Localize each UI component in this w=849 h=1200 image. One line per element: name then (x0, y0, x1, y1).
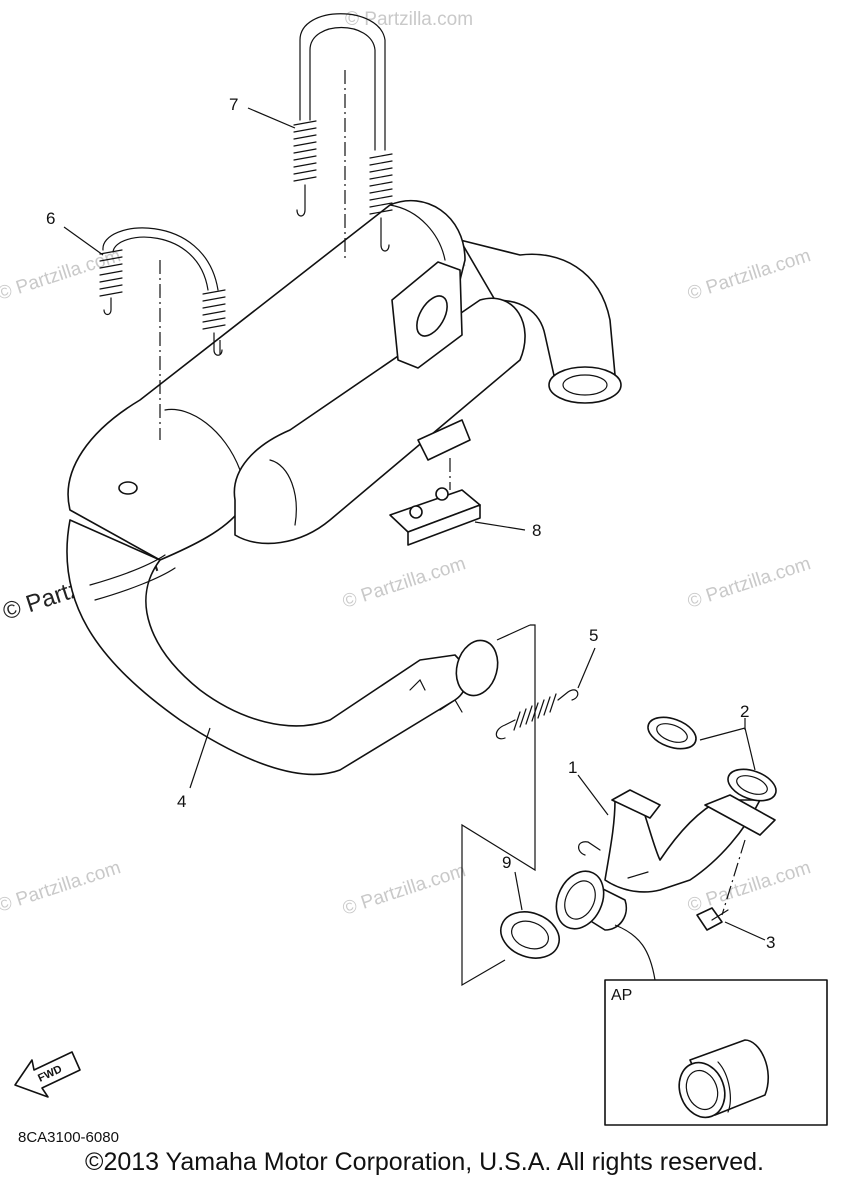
exhaust-flange-left (611, 789, 661, 819)
canister-end-line (269, 459, 297, 526)
exhaust-spring-hook (578, 841, 601, 856)
spring-hook-tab-2 (439, 699, 463, 713)
exhaust-pipe-outlet-end (555, 870, 605, 930)
copyright-footer: ©2013 Yamaha Motor Corporation, U.S.A. A… (85, 1148, 764, 1176)
exhaust-flange-right (704, 794, 776, 836)
inset-leader (614, 924, 656, 981)
exhaust-pipe-outlet-bore (564, 880, 596, 920)
muffler-body (67, 199, 466, 561)
watermark-text: © Partzilla.com (340, 553, 468, 613)
damper-part (389, 487, 481, 546)
damper-stud (409, 505, 423, 519)
muffler-outlet-flange (548, 366, 622, 404)
exhaust-pipe-weld (627, 871, 649, 879)
muffler-end-cap-line (389, 204, 446, 261)
assembly-outline (461, 624, 656, 987)
spring-7-coil-left (293, 120, 317, 182)
spring-7-end-hook-right (380, 217, 390, 252)
callout-4: 4 (177, 792, 186, 811)
gasket-upper (647, 716, 697, 750)
bolt (696, 907, 729, 931)
bolt-shank (711, 909, 729, 921)
damper-stud-2 (435, 487, 449, 501)
spring-6-hook-inner (112, 236, 209, 291)
spring-7-end-hook-left (296, 184, 306, 217)
spring-7 (293, 13, 393, 252)
muffler-seam-line (164, 408, 241, 471)
callout-5: 5 (589, 626, 598, 645)
callout-3: 3 (766, 933, 775, 952)
watermark-text: © Partzilla.com (0, 245, 123, 305)
spring-5-hook-left (495, 719, 516, 740)
spring-6-coil-right (202, 289, 226, 330)
muffler-canister (233, 297, 526, 545)
seal-outer (500, 911, 560, 959)
front-pipe-end-flange (455, 639, 499, 697)
callout-1: 1 (568, 758, 577, 777)
watermark-text: © Partzilla.com (685, 245, 813, 305)
part-10-end (678, 1061, 726, 1119)
callout-6: 6 (46, 209, 55, 228)
fwd-arrow: FWD (14, 1051, 81, 1098)
exhaust-pipe (555, 789, 776, 931)
gasket-upper-inner (656, 723, 688, 743)
bolt-head (696, 907, 723, 931)
muffler-lower-tab (417, 419, 471, 461)
spring-6 (99, 227, 226, 356)
spring-6-hook-top (102, 227, 219, 291)
gaskets (647, 716, 777, 802)
exhaust-pipe-body (604, 799, 761, 893)
spring-7-hook-top (299, 13, 386, 151)
spring-6-end-hook-right (213, 332, 223, 356)
spring-5 (495, 689, 579, 740)
spring-6-end-hook-left (103, 297, 112, 316)
callout-2: 2 (740, 702, 749, 721)
ap-inset: AP (604, 979, 828, 1126)
part-10-bore (685, 1069, 719, 1111)
muffler-assembly (66, 199, 622, 776)
muffler-boss (118, 481, 138, 495)
watermark-text: © Partzilla.com (0, 857, 123, 917)
front-pipe-band-2 (94, 567, 176, 601)
diagram-code: 8CA3100-6080 (18, 1129, 119, 1146)
front-pipe-band (89, 554, 166, 586)
assembly-bracket-top (496, 624, 531, 641)
spring-6-coil-left (99, 249, 123, 297)
muffler-front-pipe (66, 519, 468, 776)
watermark-text: © Partzilla.com (685, 553, 813, 613)
callout-9: 9 (502, 853, 511, 872)
assembly-bracket (461, 624, 536, 987)
muffler-outlet-bore (562, 374, 608, 396)
damper-block-side (407, 504, 481, 546)
fwd-arrow-shape (14, 1051, 81, 1098)
seal (500, 911, 560, 959)
seal-inner (511, 920, 549, 950)
callout-8: 8 (532, 521, 541, 540)
ap-inset-label: AP (611, 987, 632, 1004)
watermark-text: © Partzilla.com (345, 9, 473, 30)
spring-7-coil-right (369, 153, 393, 215)
spring-hook-tab (409, 678, 426, 691)
bracket-slot (416, 295, 448, 337)
callout-7: 7 (229, 95, 238, 114)
spring-7-hook-inner (309, 26, 376, 151)
spring-5-hook-right (557, 689, 579, 701)
gasket-lower-inner (736, 775, 768, 795)
centerlines (159, 70, 746, 916)
part-10-ridge (717, 1061, 731, 1113)
watermark-text: © Partzilla.com (340, 860, 468, 920)
